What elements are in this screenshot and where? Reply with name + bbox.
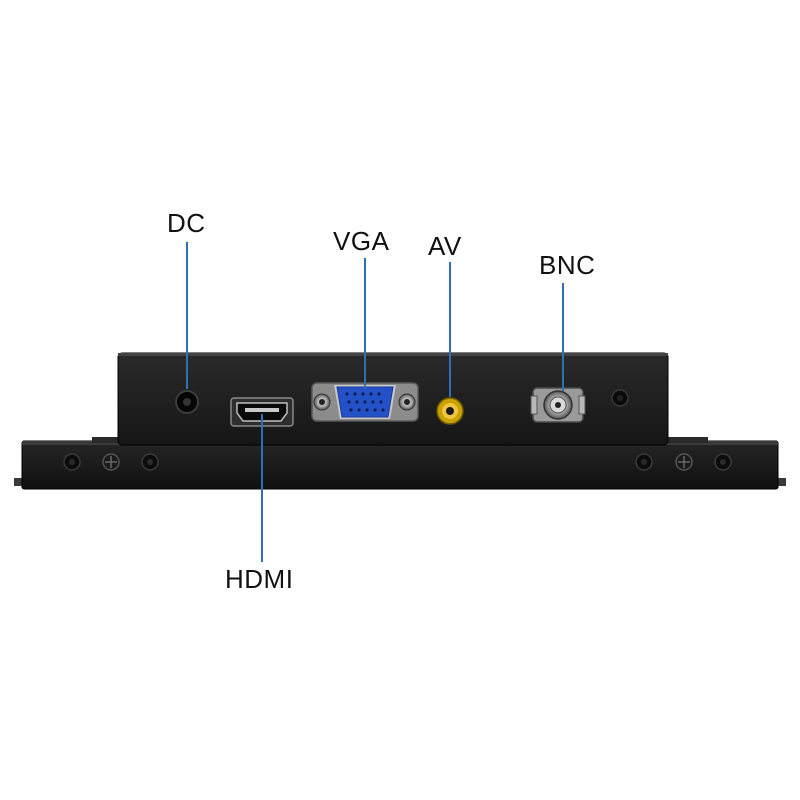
hdmi-label: HDMI xyxy=(225,564,294,594)
hdmi-port-icon xyxy=(230,397,294,427)
vga-port-icon xyxy=(311,382,419,422)
flange-screw-left xyxy=(102,453,120,471)
leader-lines xyxy=(186,242,564,562)
flange-hole-right-2 xyxy=(714,453,732,471)
flange-screw-right xyxy=(675,453,693,471)
av-label: AV xyxy=(428,231,462,261)
flange-hole-right-1 xyxy=(635,453,653,471)
flange-hole-left-1 xyxy=(63,453,81,471)
bnc-connector-icon xyxy=(530,387,586,423)
dc-label: DC xyxy=(167,208,206,238)
flange-hole-left-2 xyxy=(141,453,159,471)
dc-power-jack-icon xyxy=(175,390,199,414)
vga-label: VGA xyxy=(333,226,390,256)
housing-screw-hole xyxy=(611,389,629,407)
rca-av-jack-icon xyxy=(436,397,464,425)
bnc-label: BNC xyxy=(539,250,596,280)
